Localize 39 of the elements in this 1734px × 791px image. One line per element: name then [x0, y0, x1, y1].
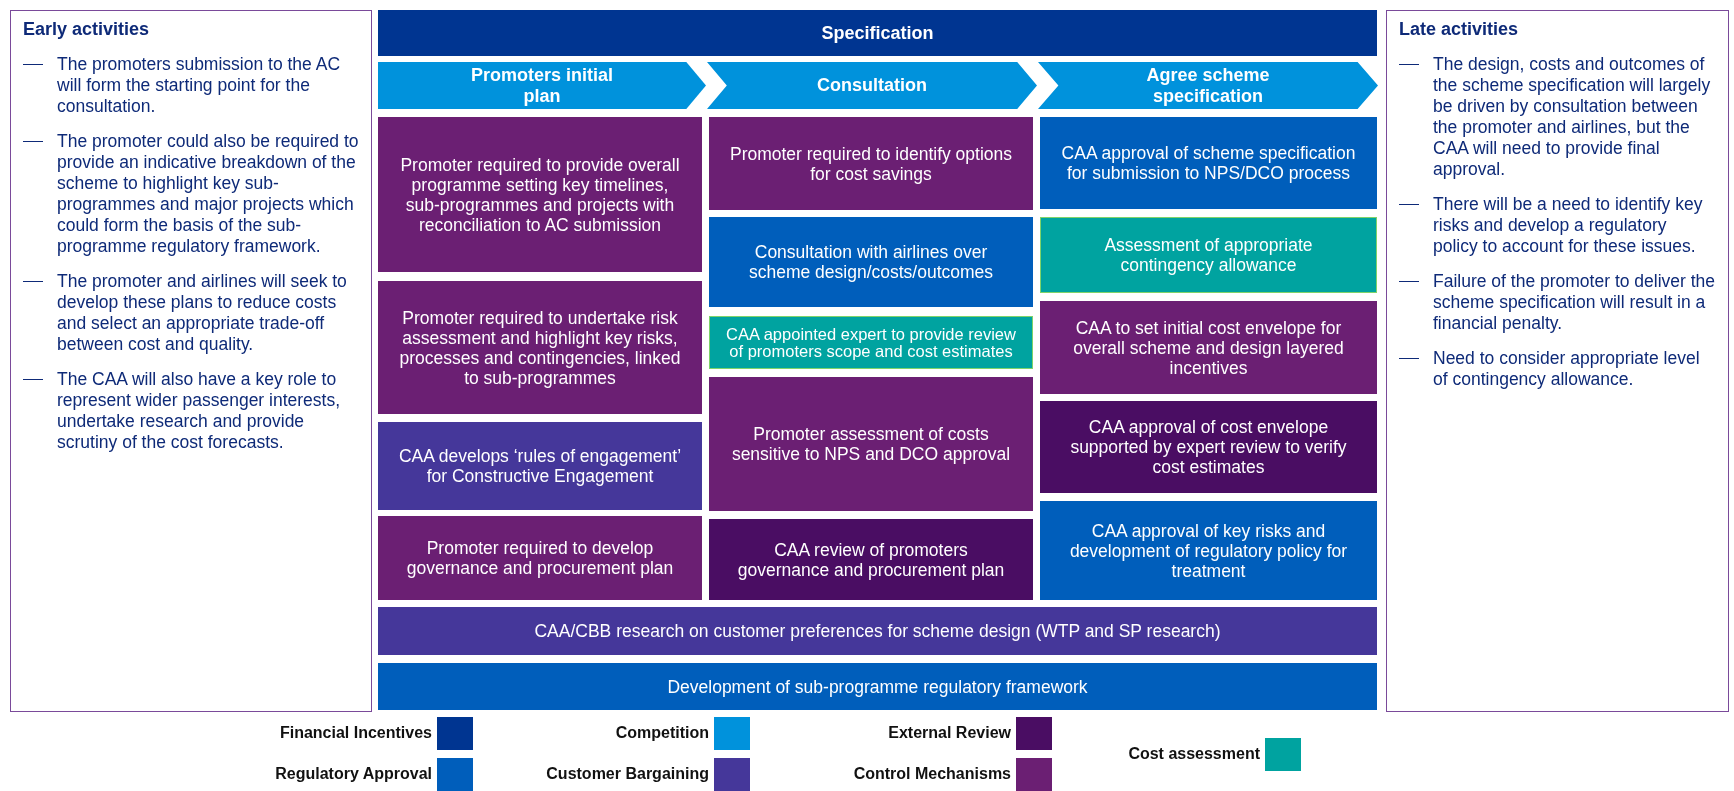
- bullet-text: There will be a need to identify key risks and develop a regulatory policy to account for these issues.: [1433, 194, 1704, 257]
- activity-box: CAA approval of key risks and development of regulatory policy for treatment: [1040, 501, 1377, 600]
- bullet-text: The promoters submission to the AC will form the starting point for the consultation.: [57, 54, 342, 117]
- activity-box: Promoter required to undertake risk assessment and highlight key risks, processes and contingencies, linked to sub-programmes: [378, 281, 702, 414]
- legend-label: Financial Incentives: [279, 724, 432, 742]
- activity-box: CAA develops ‘rules of engagement’ for Constructive Engagement: [378, 422, 702, 510]
- legend-label: Cost assessment: [1128, 745, 1260, 763]
- panel-heading: Early activities: [23, 19, 151, 40]
- activity-box: Promoter assessment of costs sensitive to NPS and DCO approval: [709, 377, 1033, 511]
- activity-box: CAA/CBB research on customer preferences for scheme design (WTP and SP research): [378, 607, 1377, 655]
- activity-box: Promoter required to provide overall programme setting key timelines, sub-programmes and projects with reconciliation to AC submission: [378, 117, 702, 272]
- activity-box: Development of sub-programme regulatory framework: [378, 663, 1377, 710]
- panel-heading: Late activities: [1399, 19, 1520, 40]
- activity-box: Assessment of appropriate contingency allowance: [1040, 217, 1377, 293]
- bullet-text: The promoter could also be required to provide an indicative breakdown of the scheme to highlight key sub-programmes and major projects which could form the basis of the sub-programme regulatory framework.: [57, 131, 359, 257]
- legend-label: Customer Bargaining: [546, 765, 709, 783]
- stage-banner: Agree scheme specification: [1038, 62, 1378, 109]
- activity-box: CAA review of promoters governance and procurement plan: [709, 519, 1033, 600]
- side-panel: [10, 10, 372, 712]
- legend-label: Control Mechanisms: [853, 765, 1011, 783]
- stage-banner: Consultation: [707, 62, 1037, 109]
- activity-box: Promoter required to identify options for cost savings: [709, 117, 1033, 210]
- activity-box: CAA approval of scheme specification for submission to NPS/DCO process: [1040, 117, 1377, 209]
- legend-label: Competition: [615, 724, 709, 742]
- activity-box: CAA approval of cost envelope supported by expert review to verify cost estimates: [1040, 401, 1377, 493]
- bullet-text: Need to consider appropriate level of contingency allowance.: [1433, 348, 1701, 390]
- bullet-text: Failure of the promoter to deliver the scheme specification will result in a financial penalty.: [1433, 271, 1716, 334]
- bullet-text: The CAA will also have a key role to represent wider passenger interests, undertake research and provide scrutiny of the cost forecasts.: [57, 369, 342, 453]
- legend-label: Regulatory Approval: [275, 765, 432, 783]
- stage-banner: Promoters initial plan: [378, 62, 706, 109]
- activity-box: CAA appointed expert to provide review of promoters scope and cost estimates: [709, 316, 1033, 369]
- activity-box: Consultation with airlines over scheme design/costs/outcomes: [709, 217, 1033, 307]
- legend-label: External Review: [888, 724, 1011, 742]
- heading-bar: Specification: [378, 10, 1377, 56]
- side-panel: [1386, 10, 1729, 712]
- bullet-text: The promoter and airlines will seek to develop these plans to reduce costs and select an appropriate trade-off between cost and quality.: [57, 271, 348, 355]
- activity-box: Promoter required to develop governance and procurement plan: [378, 516, 702, 600]
- bullet-text: The design, costs and outcomes of the scheme specification will largely be driven by consultation between the promoter and airlines, but the CAA will need to provide final approval.: [1433, 54, 1712, 180]
- activity-box: CAA to set initial cost envelope for overall scheme and design layered incentives: [1040, 301, 1377, 394]
